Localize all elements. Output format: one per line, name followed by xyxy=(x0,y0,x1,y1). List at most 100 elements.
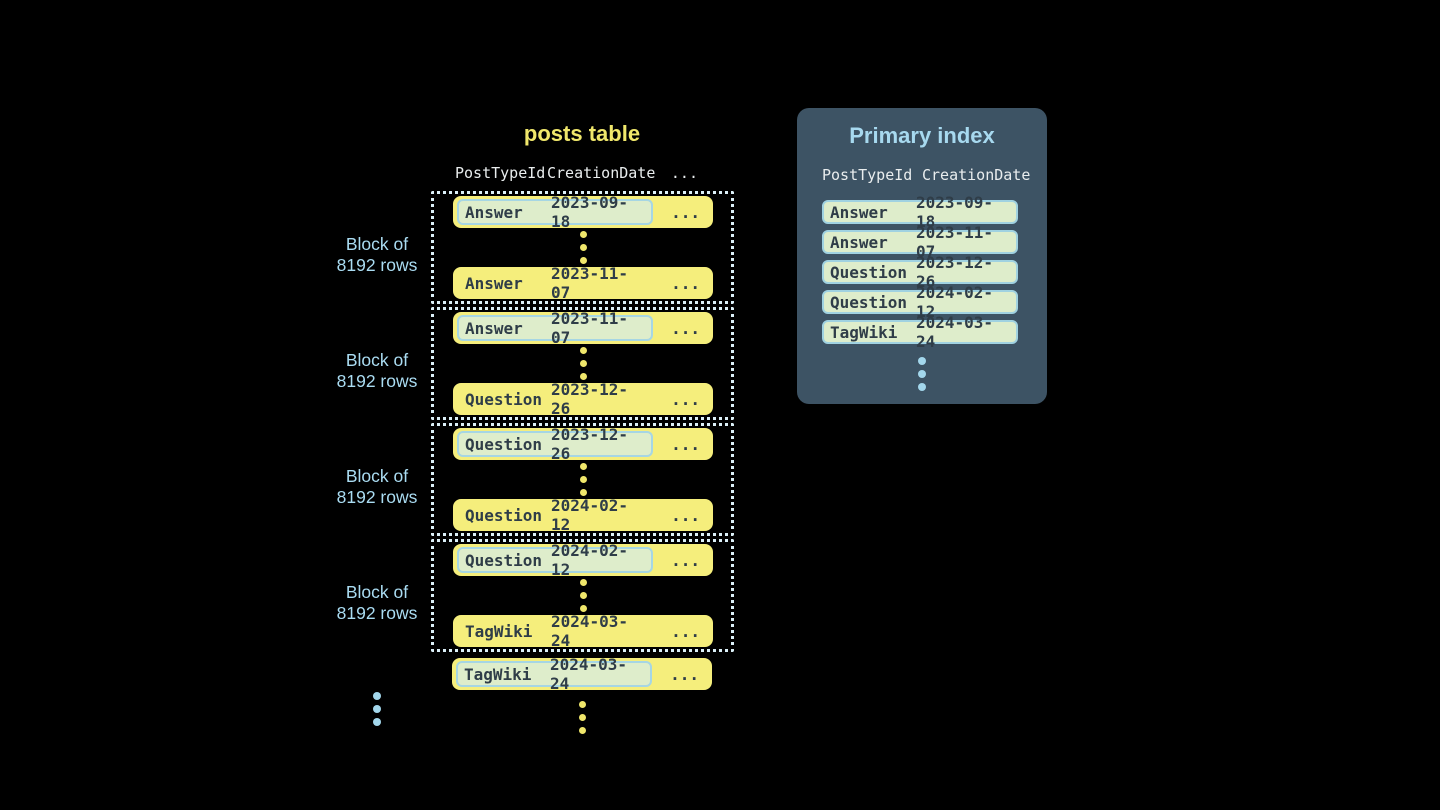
cell-creation-date: 2024-03-24 xyxy=(550,612,628,650)
block-label-line1: Block of xyxy=(345,349,409,370)
row-ellipsis: ... xyxy=(671,550,700,570)
cell-creation-date: 2024-02-12 xyxy=(915,283,993,321)
block-row: Block of 8192 rows Answer 2023-09-18 ...… xyxy=(301,191,734,304)
table-row: TagWiki 2024-03-24 ... xyxy=(453,612,713,650)
row-cells: Question 2024-02-12 xyxy=(457,496,653,534)
cell-post-type: Answer xyxy=(465,273,523,293)
next-block-first-row: TagWiki 2024-03-24 ... xyxy=(452,655,712,693)
cell-post-type: Answer xyxy=(465,318,523,338)
primary-index-column-headers: PostTypeId CreationDate xyxy=(797,166,1047,184)
cell-post-type: Question xyxy=(830,292,908,312)
cell-creation-date: 2023-09-18 xyxy=(915,193,993,231)
block-row: Block of 8192 rows Question 2024-02-12 .… xyxy=(301,539,734,652)
table-row: Question 2023-12-26 ... xyxy=(453,425,713,463)
cell-post-type: Question xyxy=(465,389,543,409)
block-label: Block of 8192 rows xyxy=(301,234,431,276)
column-header-creationdate: CreationDate xyxy=(547,164,656,182)
indexed-row-highlight: Question 2024-02-12 xyxy=(457,541,653,579)
row-ellipsis: ... xyxy=(671,621,700,641)
cell-creation-date: 2024-03-24 xyxy=(549,655,627,693)
block-label-line1: Block of xyxy=(345,581,409,602)
cell-post-type: Question xyxy=(830,262,908,282)
cell-creation-date: 2023-12-26 xyxy=(550,425,628,463)
block-row: Block of 8192 rows Question 2023-12-26 .… xyxy=(301,423,734,536)
row-ellipsis: ... xyxy=(671,318,700,338)
column-header-creationdate: CreationDate xyxy=(922,166,1031,184)
posts-block: Question 2024-02-12 ... TagWiki 2024-03-… xyxy=(431,539,734,652)
column-header-posttypeid: PostTypeId xyxy=(822,166,913,184)
posts-table-column-headers: PostTypeId CreationDate ... xyxy=(452,164,712,182)
primary-index-panel: Primary index PostTypeId CreationDate An… xyxy=(797,108,1047,404)
cell-post-type: TagWiki xyxy=(464,664,532,684)
cell-creation-date: 2024-03-24 xyxy=(915,313,993,351)
table-row: Answer 2023-11-07 ... xyxy=(453,264,713,302)
row-ellipsis: ... xyxy=(670,664,699,684)
block-label-line2: 8192 rows xyxy=(336,602,418,623)
indexed-row-highlight: Answer 2023-11-07 xyxy=(457,309,653,347)
index-more-dots-icon xyxy=(797,354,1047,393)
cell-post-type: Answer xyxy=(830,202,888,222)
row-ellipsis: ... xyxy=(671,273,700,293)
row-ellipsis: ... xyxy=(671,434,700,454)
row-gap-dots-icon xyxy=(579,460,587,499)
posts-table-title: posts table xyxy=(523,121,641,146)
more-rows-dots-icon xyxy=(452,698,712,737)
block-label: Block of 8192 rows xyxy=(301,350,431,392)
row-ellipsis: ... xyxy=(671,505,700,525)
cell-creation-date: 2024-02-12 xyxy=(550,541,628,579)
cell-creation-date: 2023-12-26 xyxy=(915,253,993,291)
row-ellipsis: ... xyxy=(671,389,700,409)
table-row: Question 2024-02-12 ... xyxy=(453,541,713,579)
cell-creation-date: 2023-11-07 xyxy=(915,223,993,261)
table-row: Answer 2023-09-18 ... xyxy=(453,193,713,231)
column-header-ellipsis: ... xyxy=(670,164,698,182)
cell-post-type: Question xyxy=(465,505,543,525)
cell-post-type: Question xyxy=(465,434,543,454)
cell-post-type: Answer xyxy=(830,232,888,252)
cell-post-type: Question xyxy=(465,550,543,570)
row-gap-dots-icon xyxy=(579,228,587,267)
block-label: Block of 8192 rows xyxy=(301,466,431,508)
more-blocks-dots-icon xyxy=(323,689,431,728)
table-row: Question 2023-12-26 ... xyxy=(453,380,713,418)
cell-creation-date: 2023-11-07 xyxy=(550,264,628,302)
posts-block: Answer 2023-09-18 ... Answer 2023-11-07 … xyxy=(431,191,734,304)
row-gap-dots-icon xyxy=(579,344,587,383)
block-label: Block of 8192 rows xyxy=(301,582,431,624)
row-cells: Question 2023-12-26 xyxy=(457,380,653,418)
block-label-line1: Block of xyxy=(345,465,409,486)
primary-index-title: Primary index xyxy=(849,123,995,148)
indexed-row-highlight: Question 2023-12-26 xyxy=(457,425,653,463)
block-row: Block of 8192 rows Answer 2023-11-07 ...… xyxy=(301,307,734,420)
block-label-line2: 8192 rows xyxy=(336,254,418,275)
table-row: Question 2024-02-12 ... xyxy=(453,496,713,534)
primary-index-rows: Answer 2023-09-18 Answer 2023-11-07 Ques… xyxy=(797,193,1047,351)
row-gap-dots-icon xyxy=(579,576,587,615)
index-row: Question 2023-12-26 xyxy=(822,253,1018,291)
indexed-row-highlight: TagWiki 2024-03-24 xyxy=(456,655,652,693)
index-row: Answer 2023-11-07 xyxy=(822,223,1018,261)
cell-post-type: Answer xyxy=(465,202,523,222)
index-row: Answer 2023-09-18 xyxy=(822,193,1018,231)
row-ellipsis: ... xyxy=(671,202,700,222)
posts-block: Answer 2023-11-07 ... Question 2023-12-2… xyxy=(431,307,734,420)
cell-creation-date: 2023-09-18 xyxy=(550,193,628,231)
table-row: TagWiki 2024-03-24 ... xyxy=(452,655,712,693)
cell-creation-date: 2023-11-07 xyxy=(550,309,628,347)
row-cells: Answer 2023-11-07 xyxy=(457,264,653,302)
table-row: Answer 2023-11-07 ... xyxy=(453,309,713,347)
indexed-row-highlight: Answer 2023-09-18 xyxy=(457,193,653,231)
column-header-posttypeid: PostTypeId xyxy=(455,164,546,182)
posts-block: Question 2023-12-26 ... Question 2024-02… xyxy=(431,423,734,536)
cell-creation-date: 2023-12-26 xyxy=(550,380,628,418)
block-label-line1: Block of xyxy=(345,233,409,254)
index-row: TagWiki 2024-03-24 xyxy=(822,313,1018,351)
block-label-line2: 8192 rows xyxy=(336,370,418,391)
cell-post-type: TagWiki xyxy=(465,621,533,641)
index-row: Question 2024-02-12 xyxy=(822,283,1018,321)
row-cells: TagWiki 2024-03-24 xyxy=(457,612,653,650)
posts-table-blocks: Block of 8192 rows Answer 2023-09-18 ...… xyxy=(301,191,734,655)
cell-creation-date: 2024-02-12 xyxy=(550,496,628,534)
cell-post-type: TagWiki xyxy=(830,322,898,342)
